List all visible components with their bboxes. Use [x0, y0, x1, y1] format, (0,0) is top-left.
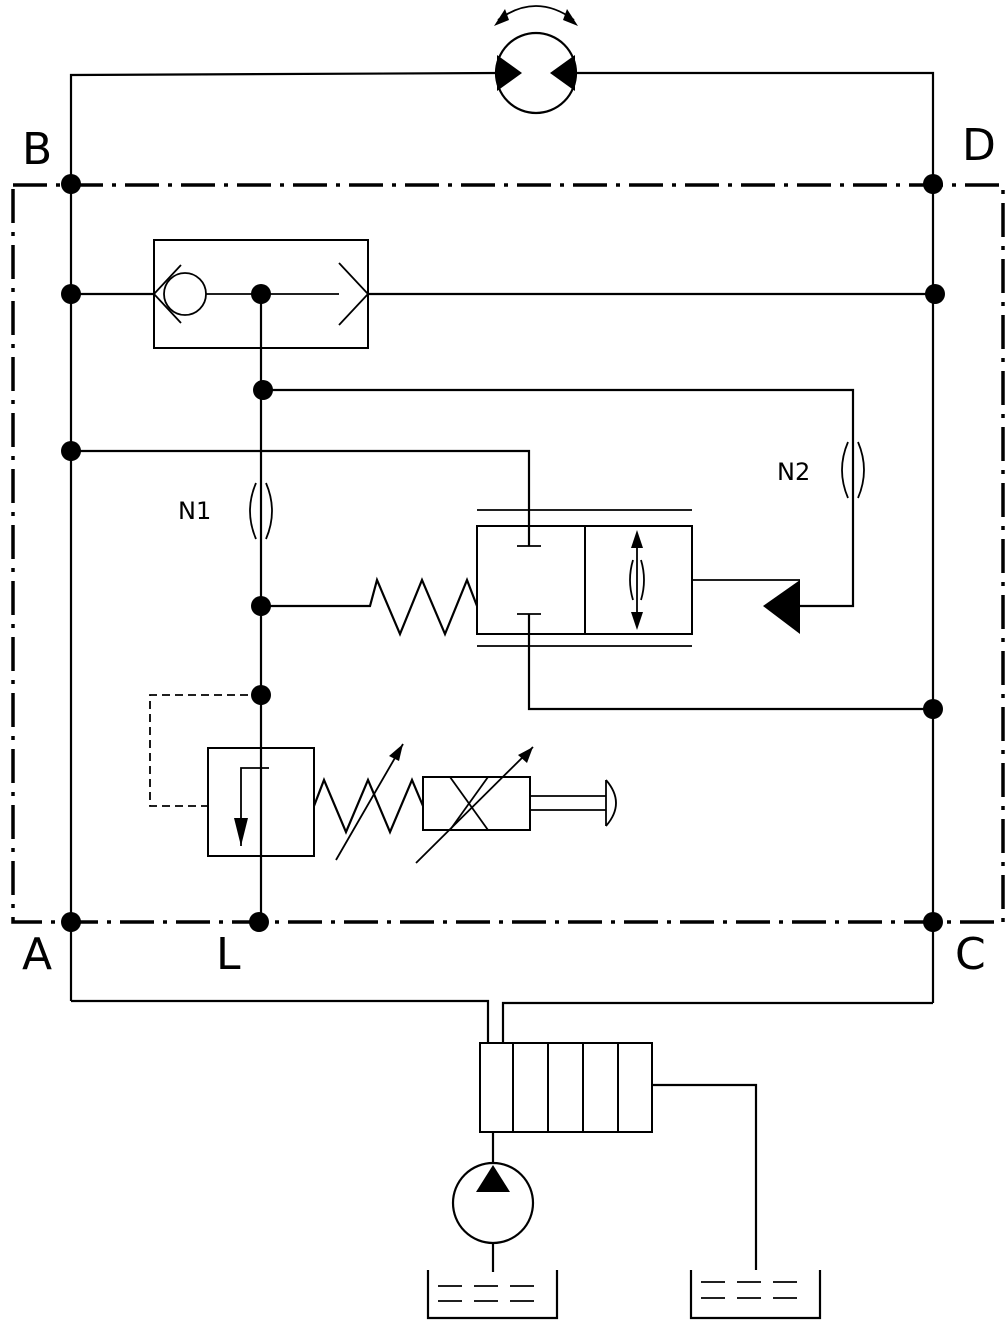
solenoid-actuator-symbol — [422, 776, 617, 831]
tank-right-symbol — [689, 1270, 822, 1320]
brake-valve-symbol — [476, 509, 800, 647]
port-label-a: A — [22, 929, 52, 980]
orifice-label-n2: N2 — [777, 458, 810, 486]
tank-left-symbol — [426, 1270, 559, 1320]
relief-valve-symbol — [207, 747, 315, 857]
line-a-to-directional-valve — [71, 999, 490, 1043]
orifice-n2-symbol — [841, 441, 865, 499]
line-c-to-directional-valve — [501, 1001, 933, 1043]
line-valve-to-c — [527, 614, 933, 711]
line-motor-to-d — [575, 71, 935, 184]
orifice-label-n1: N1 — [178, 497, 211, 525]
port-label-d: D — [962, 120, 996, 171]
valve-spring-icon — [261, 576, 479, 637]
line-motor-to-b — [69, 71, 498, 184]
port-label-c: C — [955, 929, 986, 980]
adjust-arrow-2 — [415, 746, 534, 864]
orifice-n1-symbol — [249, 482, 273, 540]
pilot-dashed-line — [149, 694, 261, 807]
port-label-l: L — [216, 929, 241, 980]
return-line — [652, 1083, 758, 1270]
hydraulic-motor-symbol — [494, 5, 578, 115]
adjustable-spring-icon — [312, 777, 425, 835]
directional-valve-symbol — [479, 1042, 653, 1133]
rotation-arrow-icon — [497, 5, 575, 21]
line-to-n2-pilot — [261, 388, 855, 608]
line-a-to-valve — [71, 449, 531, 546]
pump-symbol — [451, 1161, 535, 1245]
adjust-arrow-1 — [335, 743, 404, 861]
valve-block-boundary — [11, 183, 1005, 924]
junction-dots — [61, 174, 945, 932]
port-label-b: B — [22, 124, 52, 175]
